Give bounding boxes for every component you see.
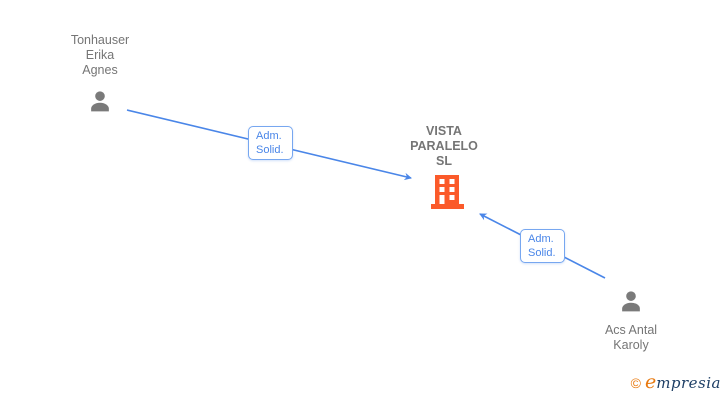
edge-label-adm-solid-1: Adm. Solid. <box>248 126 293 160</box>
company-name-line: VISTA <box>426 124 462 138</box>
node-company[interactable] <box>429 175 466 209</box>
company-name-line: PARALELO <box>410 139 478 153</box>
node-person1[interactable] <box>86 88 114 116</box>
person1-name-line: Agnes <box>82 63 118 77</box>
person2-name-line: Karoly <box>613 338 649 352</box>
person-icon <box>622 291 640 312</box>
edge-label-line: Solid. <box>256 144 284 156</box>
copyright-icon: © <box>630 375 641 391</box>
node-person2[interactable] <box>617 288 645 316</box>
brand-initial: e <box>644 371 657 393</box>
edge-label-line: Adm. <box>256 130 282 142</box>
node-label-person2[interactable]: Acs Antal Karoly <box>571 323 691 353</box>
node-label-person1[interactable]: Tonhauser Erika Agnes <box>40 33 160 78</box>
edge-label-line: Solid. <box>528 247 556 259</box>
edge-label-adm-solid-2: Adm. Solid. <box>520 229 565 263</box>
person1-name-line: Tonhauser <box>70 33 130 47</box>
edge-label-line: Adm. <box>528 233 554 245</box>
brand-rest: mpresia <box>656 374 721 392</box>
company-name-line: SL <box>436 154 452 168</box>
empresia-logo[interactable]: © empresia <box>631 371 721 393</box>
building-icon <box>431 175 464 209</box>
person-icon <box>91 91 109 112</box>
person2-name-line: Acs Antal <box>604 323 658 337</box>
person1-name-line: Erika <box>85 48 115 62</box>
node-label-company[interactable]: VISTA PARALELO SL <box>384 124 504 169</box>
brand-wordmark: empresia <box>645 371 721 393</box>
